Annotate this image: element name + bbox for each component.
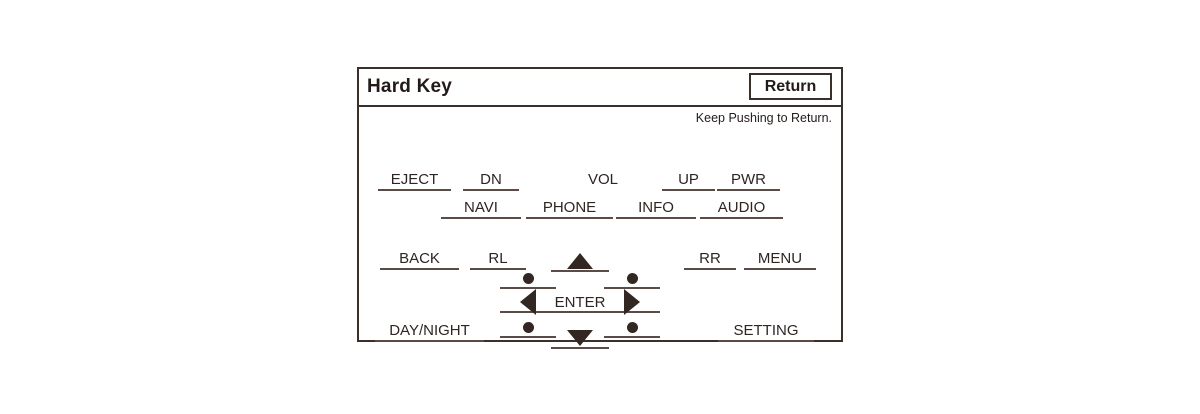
- key-day-night[interactable]: DAY/NIGHT: [375, 322, 484, 342]
- key-navi-label: NAVI: [464, 199, 498, 216]
- key-navi-underline: [441, 217, 521, 219]
- dot-icon: [604, 269, 660, 287]
- key-info[interactable]: INFO: [616, 199, 696, 219]
- key-back[interactable]: BACK: [380, 250, 459, 270]
- dpad-enter-button[interactable]: ENTER: [553, 293, 607, 313]
- dpad-enter-label: ENTER: [554, 293, 606, 311]
- dpad-down-right-button[interactable]: [604, 318, 660, 338]
- dpad-up-right-underline: [604, 287, 660, 289]
- key-up-label: UP: [678, 171, 699, 188]
- dpad-down-left-button[interactable]: [500, 318, 556, 338]
- dpad-up-underline: [551, 270, 609, 272]
- key-dn[interactable]: DN: [463, 171, 519, 191]
- key-rl[interactable]: RL: [470, 250, 526, 270]
- key-pwr-label: PWR: [731, 171, 766, 188]
- key-up[interactable]: UP: [662, 171, 715, 191]
- key-menu[interactable]: MENU: [744, 250, 816, 270]
- key-rl-label: RL: [488, 250, 508, 267]
- key-audio[interactable]: AUDIO: [700, 199, 783, 219]
- key-eject[interactable]: EJECT: [378, 171, 451, 191]
- dot-icon: [604, 318, 660, 336]
- dpad-down-right-underline: [604, 336, 660, 338]
- key-up-underline: [662, 189, 715, 191]
- key-menu-underline: [744, 268, 816, 270]
- panel-title-bar: Hard Key Return: [359, 69, 841, 107]
- triangle-down-icon: [551, 329, 609, 347]
- key-vol-label: VOL: [587, 171, 618, 188]
- key-dn-label: DN: [480, 171, 502, 188]
- key-back-underline: [380, 268, 459, 270]
- panel-body: Keep Pushing to Return. EJECT DN VOL UP …: [359, 107, 841, 349]
- dpad-down-left-underline: [500, 336, 556, 338]
- key-day-night-label: DAY/NIGHT: [389, 322, 470, 339]
- hint-text: Keep Pushing to Return.: [695, 111, 832, 125]
- dpad-right-button[interactable]: [604, 289, 660, 315]
- key-vol-caption: VOL: [574, 171, 632, 188]
- dpad-down-button[interactable]: [551, 329, 609, 349]
- key-pwr-underline: [717, 189, 780, 191]
- key-phone[interactable]: PHONE: [526, 199, 613, 219]
- key-setting-label: SETTING: [733, 322, 799, 339]
- dpad-down-underline: [551, 347, 609, 349]
- key-rr[interactable]: RR: [684, 250, 736, 270]
- dpad-up-right-button[interactable]: [604, 269, 660, 289]
- key-rl-underline: [470, 268, 526, 270]
- key-phone-label: PHONE: [542, 199, 597, 216]
- dot-icon: [500, 318, 556, 336]
- key-dn-underline: [463, 189, 519, 191]
- enter-label-box: ENTER: [553, 293, 607, 311]
- key-navi[interactable]: NAVI: [441, 199, 521, 219]
- key-eject-label: EJECT: [390, 171, 439, 188]
- key-phone-underline: [526, 217, 613, 219]
- key-info-label: INFO: [638, 199, 674, 216]
- key-setting-underline: [718, 340, 814, 342]
- dot-icon: [500, 269, 556, 287]
- key-pwr[interactable]: PWR: [717, 171, 780, 191]
- key-audio-underline: [700, 217, 783, 219]
- key-eject-underline: [378, 189, 451, 191]
- dpad-up-left-button[interactable]: [500, 269, 556, 289]
- dpad-enter-underline: [553, 311, 607, 313]
- key-setting[interactable]: SETTING: [718, 322, 814, 342]
- dpad-up-left-underline: [500, 287, 556, 289]
- dpad-up-button[interactable]: [551, 252, 609, 272]
- key-back-label: BACK: [399, 250, 440, 267]
- page-title: Hard Key: [367, 76, 453, 97]
- key-audio-label: AUDIO: [717, 199, 766, 216]
- key-rr-underline: [684, 268, 736, 270]
- key-menu-label: MENU: [757, 250, 803, 267]
- triangle-right-icon: [604, 289, 660, 315]
- dpad-left-button[interactable]: [500, 289, 556, 315]
- triangle-up-icon: [551, 252, 609, 270]
- key-rr-label: RR: [699, 250, 721, 267]
- hard-key-panel: Hard Key Return Keep Pushing to Return. …: [357, 67, 843, 349]
- triangle-left-icon: [500, 289, 556, 315]
- key-info-underline: [616, 217, 696, 219]
- key-day-night-underline: [375, 340, 484, 342]
- return-button[interactable]: Return: [749, 73, 832, 100]
